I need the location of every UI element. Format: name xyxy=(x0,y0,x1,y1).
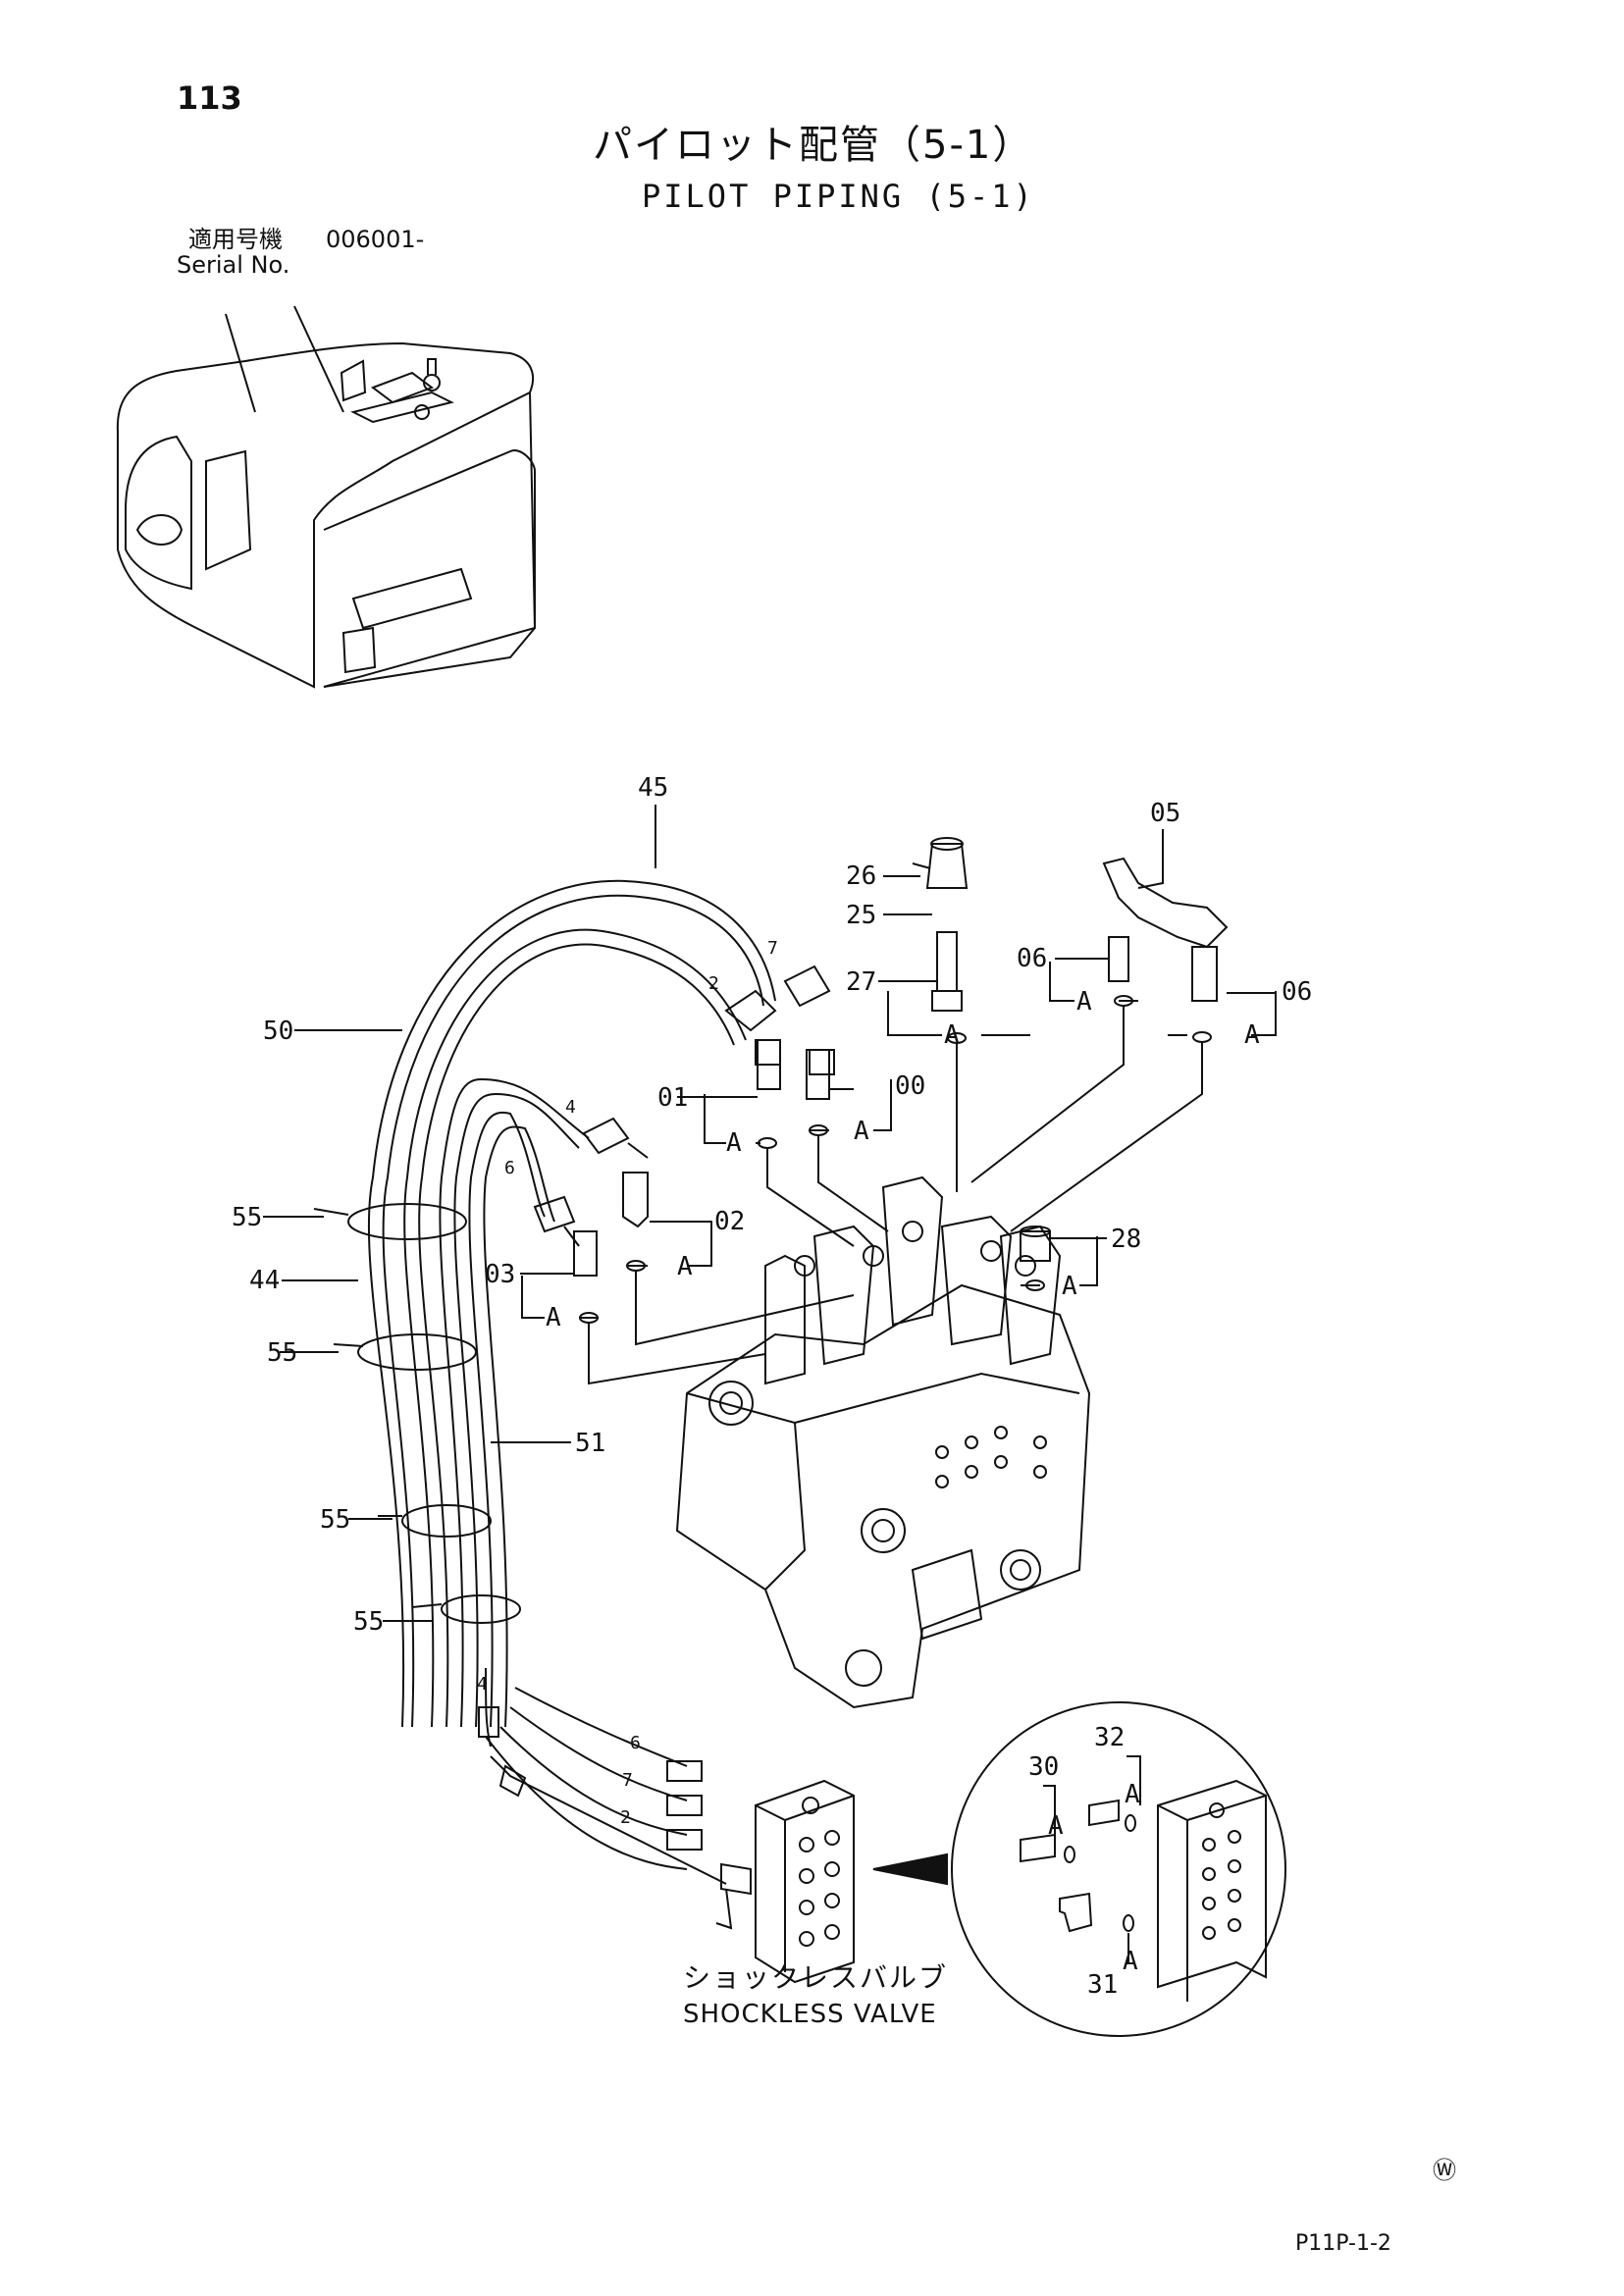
hose-mark-6: 6 xyxy=(630,1733,641,1753)
callout-25: 25 xyxy=(846,901,877,930)
detail-view-circle xyxy=(872,1701,1286,2037)
callout-55-a: 55 xyxy=(232,1203,263,1232)
callout-55-b: 55 xyxy=(267,1338,298,1368)
port-marker-a: A xyxy=(1244,1020,1260,1050)
port-marker-a: A xyxy=(1048,1811,1064,1841)
exploded-parts xyxy=(521,837,1277,1385)
callout-45: 45 xyxy=(638,773,669,803)
drawing-code: P11P-1-2 xyxy=(1295,2231,1391,2256)
hose-mark-6: 6 xyxy=(504,1158,515,1178)
port-marker-a: A xyxy=(1062,1272,1077,1301)
port-marker-a: A xyxy=(1076,987,1092,1017)
port-marker-a: A xyxy=(1123,1947,1138,1976)
control-valve xyxy=(675,1175,1091,1709)
port-marker-a: A xyxy=(854,1117,869,1146)
callout-06-left: 06 xyxy=(1017,944,1048,973)
port-marker-a: A xyxy=(1125,1780,1140,1809)
callout-55-c: 55 xyxy=(320,1505,351,1535)
callout-51: 51 xyxy=(575,1429,606,1458)
callout-31: 31 xyxy=(1087,1970,1119,2000)
page-title-en: PILOT PIPING (5-1) xyxy=(642,178,1035,215)
port-marker-a: A xyxy=(677,1252,693,1281)
callout-28: 28 xyxy=(1111,1225,1142,1254)
hose-mark-4: 4 xyxy=(477,1674,488,1695)
shockless-valve-label-jp: ショックレスバルブ xyxy=(683,1961,949,1994)
callout-30: 30 xyxy=(1028,1752,1060,1782)
callout-leaders xyxy=(263,805,1276,1622)
callout-26: 26 xyxy=(846,861,877,891)
page-number: 113 xyxy=(177,79,242,117)
hose-mark-7: 7 xyxy=(767,938,778,959)
page-title-jp: パイロット配管（5-1） xyxy=(593,123,1034,168)
callout-44: 44 xyxy=(249,1266,281,1295)
callout-01: 01 xyxy=(657,1083,689,1113)
callout-03: 03 xyxy=(485,1260,516,1289)
callout-06-right: 06 xyxy=(1282,977,1313,1007)
excavator-cab-illustration xyxy=(116,305,537,689)
callout-05: 05 xyxy=(1150,799,1181,828)
callout-02: 02 xyxy=(714,1207,746,1236)
shockless-valve-label-en: SHOCKLESS VALVE xyxy=(683,2000,937,2029)
shockless-valve-block xyxy=(715,1779,855,1984)
hose-mark-4: 4 xyxy=(565,1097,576,1118)
hose-mark-2: 2 xyxy=(620,1807,631,1828)
callout-27: 27 xyxy=(846,967,877,997)
port-marker-a: A xyxy=(546,1303,561,1332)
port-marker-a: A xyxy=(726,1128,742,1158)
callout-50: 50 xyxy=(263,1017,294,1046)
serial-value: 006001- xyxy=(326,226,425,253)
callout-00: 00 xyxy=(895,1071,926,1101)
hose-mark-2: 2 xyxy=(708,973,719,994)
serial-label-jp: 適用号機 xyxy=(188,226,283,253)
callout-55-d: 55 xyxy=(353,1607,385,1637)
hose-mark-7: 7 xyxy=(622,1770,633,1791)
hose-bundle xyxy=(313,879,835,1885)
callout-32: 32 xyxy=(1094,1723,1126,1752)
serial-label-en: Serial No. xyxy=(177,251,290,279)
w-mark-icon: Ⓦ xyxy=(1433,2157,1456,2184)
port-marker-a: A xyxy=(944,1020,960,1050)
